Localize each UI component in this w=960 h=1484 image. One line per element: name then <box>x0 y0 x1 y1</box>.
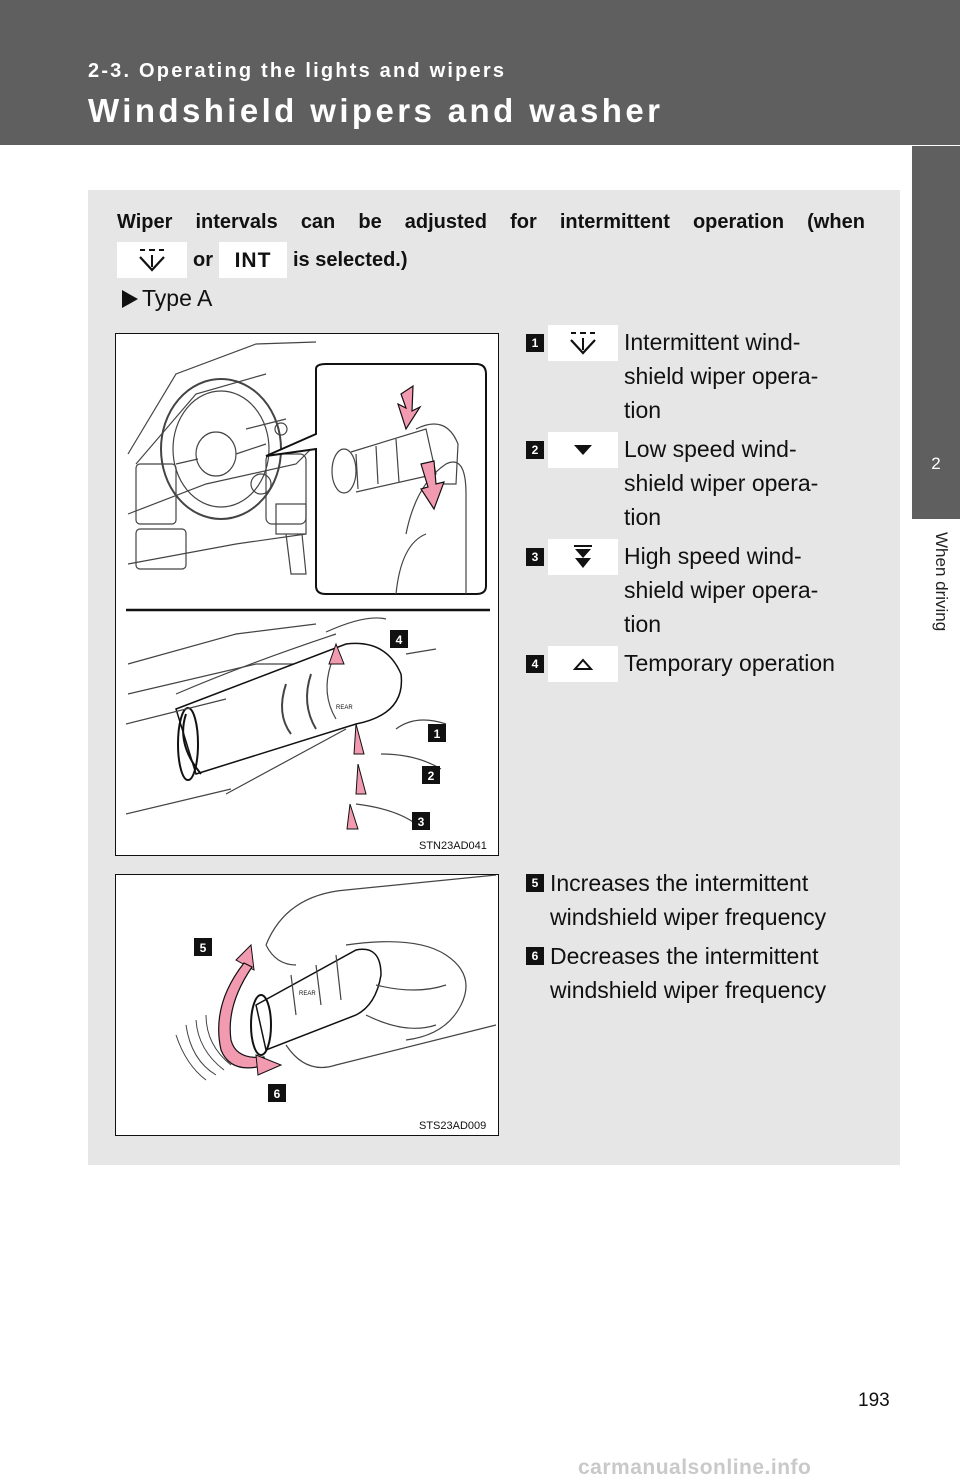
adjust-item-6: 6 Decreases the intermittent windshield … <box>526 939 866 1007</box>
temporary-operation-icon <box>548 646 618 682</box>
high-speed-icon <box>548 539 618 575</box>
number-badge: 1 <box>526 334 544 352</box>
int-symbol: INT <box>219 242 287 278</box>
text-line: Temporary operation <box>624 650 835 676</box>
position-item-2: 2 Low speed wind- shield wiper opera- ti… <box>526 432 866 532</box>
chapter-tab-label: When driving <box>932 532 951 632</box>
intro-word: intervals <box>195 211 278 233</box>
fig1-callout-4-text: 4 <box>396 633 403 647</box>
intro-word: be <box>358 211 382 233</box>
position-item-4: 4 Temporary operation <box>526 646 866 686</box>
text-line: tion <box>624 397 662 423</box>
frequency-adjust-illustration: REAR 5 6 STS23AD009 <box>115 874 499 1136</box>
text-line: shield wiper opera- <box>624 363 819 389</box>
fig1-callout-1 <box>428 724 446 742</box>
type-a-heading: Type A <box>122 285 212 312</box>
intro-paragraph: Wiper intervals can be adjusted for inte… <box>117 205 865 278</box>
number-badge: 3 <box>526 548 544 566</box>
fig1-lever-rear-text: REAR <box>336 705 353 711</box>
intro-word: for <box>510 211 537 233</box>
intro-word: (when <box>807 211 865 233</box>
intro-line-2: or INT is selected.) <box>117 242 865 278</box>
fig2-callout-6 <box>268 1084 286 1102</box>
text-line: Decreases the intermittent <box>550 943 819 969</box>
watermark[interactable]: carmanualsonline.info <box>578 1456 812 1479</box>
figure-1-code: STN23AD041 <box>419 840 487 852</box>
fig1-callout-2 <box>422 766 440 784</box>
page-header <box>0 0 960 145</box>
intro-word: can <box>300 211 336 233</box>
text-line: Intermittent wind- <box>624 329 801 355</box>
position-1-text: Intermittent wind- shield wiper opera- t… <box>624 325 866 427</box>
position-item-3: 3 High speed wind- shield wiper opera- t… <box>526 539 866 639</box>
intermittent-wiper-icon <box>117 242 187 278</box>
adjust-6-text: Decreases the intermittent windshield wi… <box>550 939 866 1007</box>
text-line: windshield wiper frequency <box>550 977 827 1003</box>
intro-word: Wiper <box>117 211 173 233</box>
fig1-callout-1-text: 1 <box>434 727 441 741</box>
fig2-callout-6-text: 6 <box>274 1087 281 1101</box>
section-title: 2-3. Operating the lights and wipers <box>88 60 507 82</box>
wiper-lever-illustration: REAR 4 1 2 3 STN23AD041 <box>115 333 499 856</box>
text-line: windshield wiper frequency <box>550 904 827 930</box>
fig1-callout-4 <box>390 630 408 648</box>
number-badge: 6 <box>526 947 544 965</box>
position-4-text: Temporary operation <box>624 646 866 680</box>
intro-word: operation <box>692 211 785 233</box>
dashboard-lever-drawing: REAR 4 1 2 3 <box>125 341 490 830</box>
fig1-callout-3 <box>412 812 430 830</box>
page-number: 193 <box>858 1390 890 1411</box>
selected-text: is selected.) <box>293 248 408 271</box>
text-line: Increases the intermittent <box>550 870 809 896</box>
fig2-callout-5-text: 5 <box>200 941 207 955</box>
number-badge: 4 <box>526 655 544 673</box>
triangle-bullet-icon <box>122 289 138 308</box>
low-speed-icon <box>548 432 618 468</box>
intermittent-wiper-icon <box>548 325 618 361</box>
text-line: Low speed wind- <box>624 436 797 462</box>
text-line: shield wiper opera- <box>624 577 819 603</box>
figure-2-code: STS23AD009 <box>419 1120 487 1132</box>
type-a-label: Type A <box>142 285 213 311</box>
fig1-callout-2-text: 2 <box>428 769 435 783</box>
chapter-tab-top <box>912 146 960 374</box>
position-item-1: 1 Intermittent wind- shield wiper opera-… <box>526 325 866 425</box>
intro-word: intermittent <box>559 211 670 233</box>
or-text: or <box>193 248 213 271</box>
hand-rotation-drawing: REAR 5 6 <box>175 875 497 1102</box>
intro-line-1: Wiper intervals can be adjusted for inte… <box>117 205 865 240</box>
text-line: shield wiper opera- <box>624 470 819 496</box>
position-2-text: Low speed wind- shield wiper opera- tion <box>624 432 866 534</box>
number-badge: 2 <box>526 441 544 459</box>
adjust-item-5: 5 Increases the intermittent windshield … <box>526 866 866 934</box>
text-line: High speed wind- <box>624 543 802 569</box>
number-badge: 5 <box>526 874 544 892</box>
page-title: Windshield wipers and washer <box>88 92 664 129</box>
text-line: tion <box>624 504 662 530</box>
fig1-callout-3-text: 3 <box>418 815 425 829</box>
chapter-tab-number[interactable]: 2 <box>912 374 960 519</box>
fig2-lever-rear-text: REAR <box>299 991 316 997</box>
fig2-callout-5 <box>194 938 212 956</box>
intro-word: adjusted <box>404 211 488 233</box>
text-line: tion <box>624 611 662 637</box>
adjust-5-text: Increases the intermittent windshield wi… <box>550 866 866 934</box>
position-3-text: High speed wind- shield wiper opera- tio… <box>624 539 866 641</box>
